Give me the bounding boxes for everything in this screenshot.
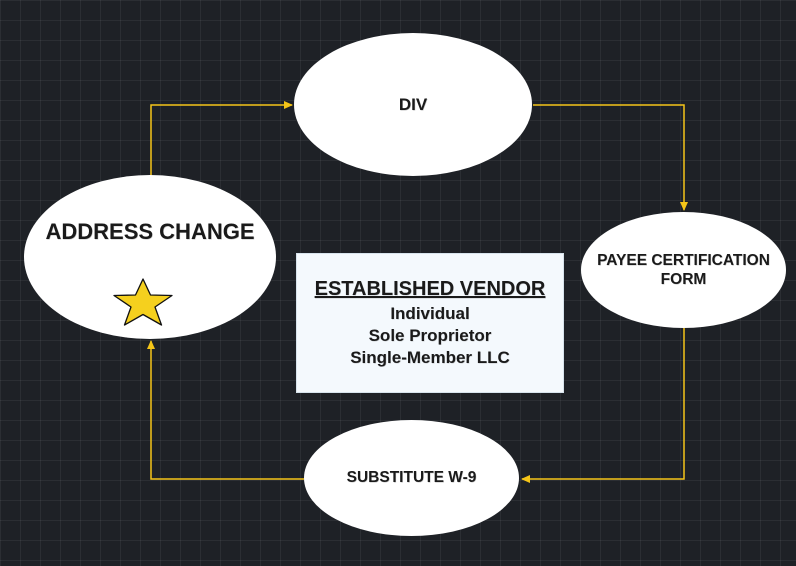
connector-div-to-payee bbox=[533, 104, 688, 211]
node-address-label: ADDRESS CHANGE bbox=[45, 219, 255, 244]
node-w9-label: SUBSTITUTE W-9 bbox=[346, 469, 477, 486]
established-vendor-box: ESTABLISHED VENDOR Individual Sole Propr… bbox=[296, 253, 564, 393]
node-div-label: DIV bbox=[398, 94, 428, 114]
node-payee-label: PAYEE CERTIFICATION FORM bbox=[597, 251, 770, 288]
connector-w9-to-address bbox=[147, 340, 304, 480]
connector-address-to-div bbox=[150, 101, 293, 178]
star-icon bbox=[113, 278, 173, 326]
vendor-line-individual: Individual bbox=[390, 303, 470, 323]
node-div: DIV bbox=[294, 33, 532, 176]
node-payee-certification-form: PAYEE CERTIFICATION FORM bbox=[581, 212, 786, 328]
node-substitute-w9: SUBSTITUTE W-9 bbox=[304, 420, 519, 536]
vendor-box-title: ESTABLISHED VENDOR bbox=[314, 277, 546, 300]
vendor-line-single-member-llc: Single-Member LLC bbox=[350, 347, 510, 367]
connector-payee-to-w9 bbox=[521, 328, 685, 483]
vendor-line-sole-proprietor: Sole Proprietor bbox=[368, 325, 492, 345]
